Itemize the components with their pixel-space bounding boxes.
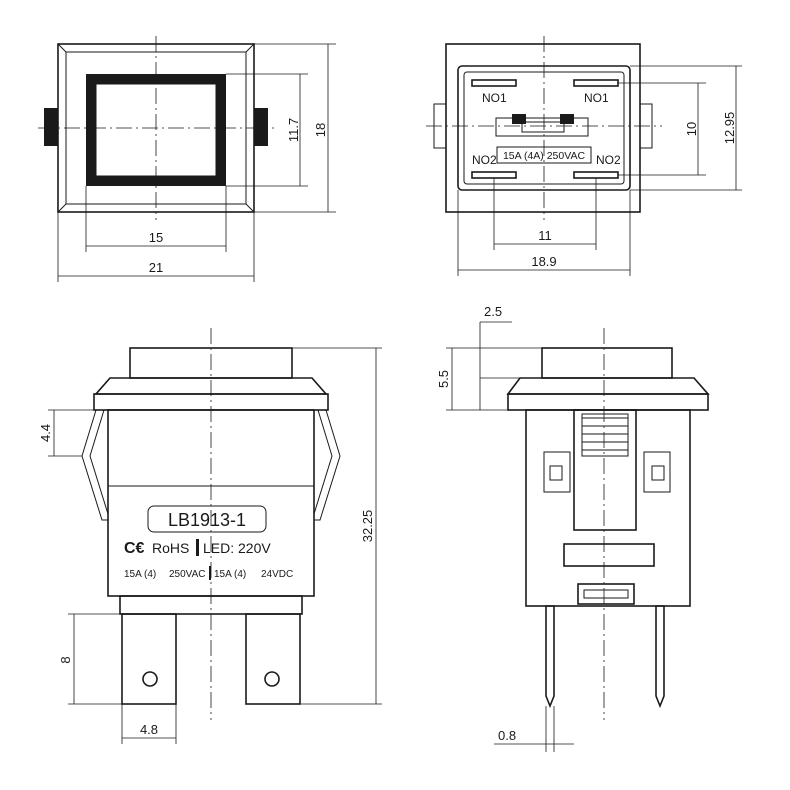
profile-window	[563, 543, 655, 567]
profile-latch-right	[643, 451, 671, 493]
profile-pin-right	[655, 605, 665, 709]
profile-flange-base	[507, 393, 709, 411]
dim-rear-height: 12.95	[722, 112, 737, 145]
side-cert-label: RoHS	[152, 540, 189, 556]
label-no2-right: NO2	[596, 153, 621, 167]
dim-profile-cap-offset: 2.5	[484, 304, 502, 319]
profile-latch-left	[543, 451, 571, 493]
front-view: 11.7 18 15 21	[38, 36, 336, 282]
dim-front-width-inner: 15	[149, 230, 163, 245]
front-clip-left	[44, 108, 58, 146]
side-model-box	[147, 505, 267, 533]
dim-side-total-height: 32.25	[360, 510, 375, 543]
label-no1-right: NO1	[584, 91, 609, 105]
profile-slider	[573, 409, 637, 531]
dim-rear-width: 18.9	[531, 254, 556, 269]
rear-rating-box	[496, 146, 592, 164]
rear-terminal-no1-left	[471, 79, 517, 87]
side-rating-3: 15A (4)	[214, 569, 246, 580]
dim-rear-terminal-spacing-h: 11	[538, 228, 552, 243]
profile-pin-left	[545, 605, 555, 709]
side-led-label: LED: 220V	[203, 540, 271, 556]
profile-view: 5.5 2.5 0.8	[436, 304, 710, 752]
dim-side-terminal-length: 8	[58, 656, 73, 663]
rear-terminal-no2-left	[471, 171, 517, 179]
rear-terminal-no2-right	[573, 171, 619, 179]
profile-cap	[541, 347, 673, 379]
label-no1-left: NO1	[482, 91, 507, 105]
dim-front-height-outer: 18	[313, 123, 328, 137]
profile-body	[525, 409, 691, 607]
side-terminal-left	[121, 613, 177, 705]
label-no2-left: NO2	[472, 153, 497, 167]
dim-rear-terminal-spacing-v: 10	[684, 122, 699, 136]
front-clip-right	[254, 108, 268, 146]
dim-profile-cap-height: 5.5	[436, 370, 451, 388]
dim-side-terminal-width: 4.8	[140, 722, 158, 737]
rear-terminal-no1-right	[573, 79, 619, 87]
dim-side-clip: 4.4	[38, 424, 53, 442]
rear-mechanism	[495, 117, 589, 137]
dim-front-width-outer: 21	[149, 260, 163, 275]
side-rating-4: 24VDC	[261, 569, 293, 580]
profile-flange	[506, 377, 710, 395]
dim-profile-pin-thickness: 0.8	[498, 728, 516, 743]
profile-tab	[577, 583, 635, 605]
rear-housing	[445, 43, 641, 213]
side-rating-2: 250VAC	[169, 569, 206, 580]
side-rating-1: 15A (4)	[124, 569, 156, 580]
dim-front-height-inner: 11.7	[286, 118, 301, 142]
side-view: LB1913-1 C€ RoHS LED: 220V 15A (4) 250VA…	[38, 328, 382, 744]
rear-rating-label: 15A (4A) 250VAC	[503, 150, 586, 162]
side-terminal-right	[245, 613, 301, 705]
side-model-label: LB1913-1	[168, 510, 246, 530]
ce-mark-icon: C€	[124, 540, 145, 557]
rear-view: NO1 NO1 NO2 NO2 15A (4A) 250VAC 10 12.95…	[426, 36, 742, 276]
